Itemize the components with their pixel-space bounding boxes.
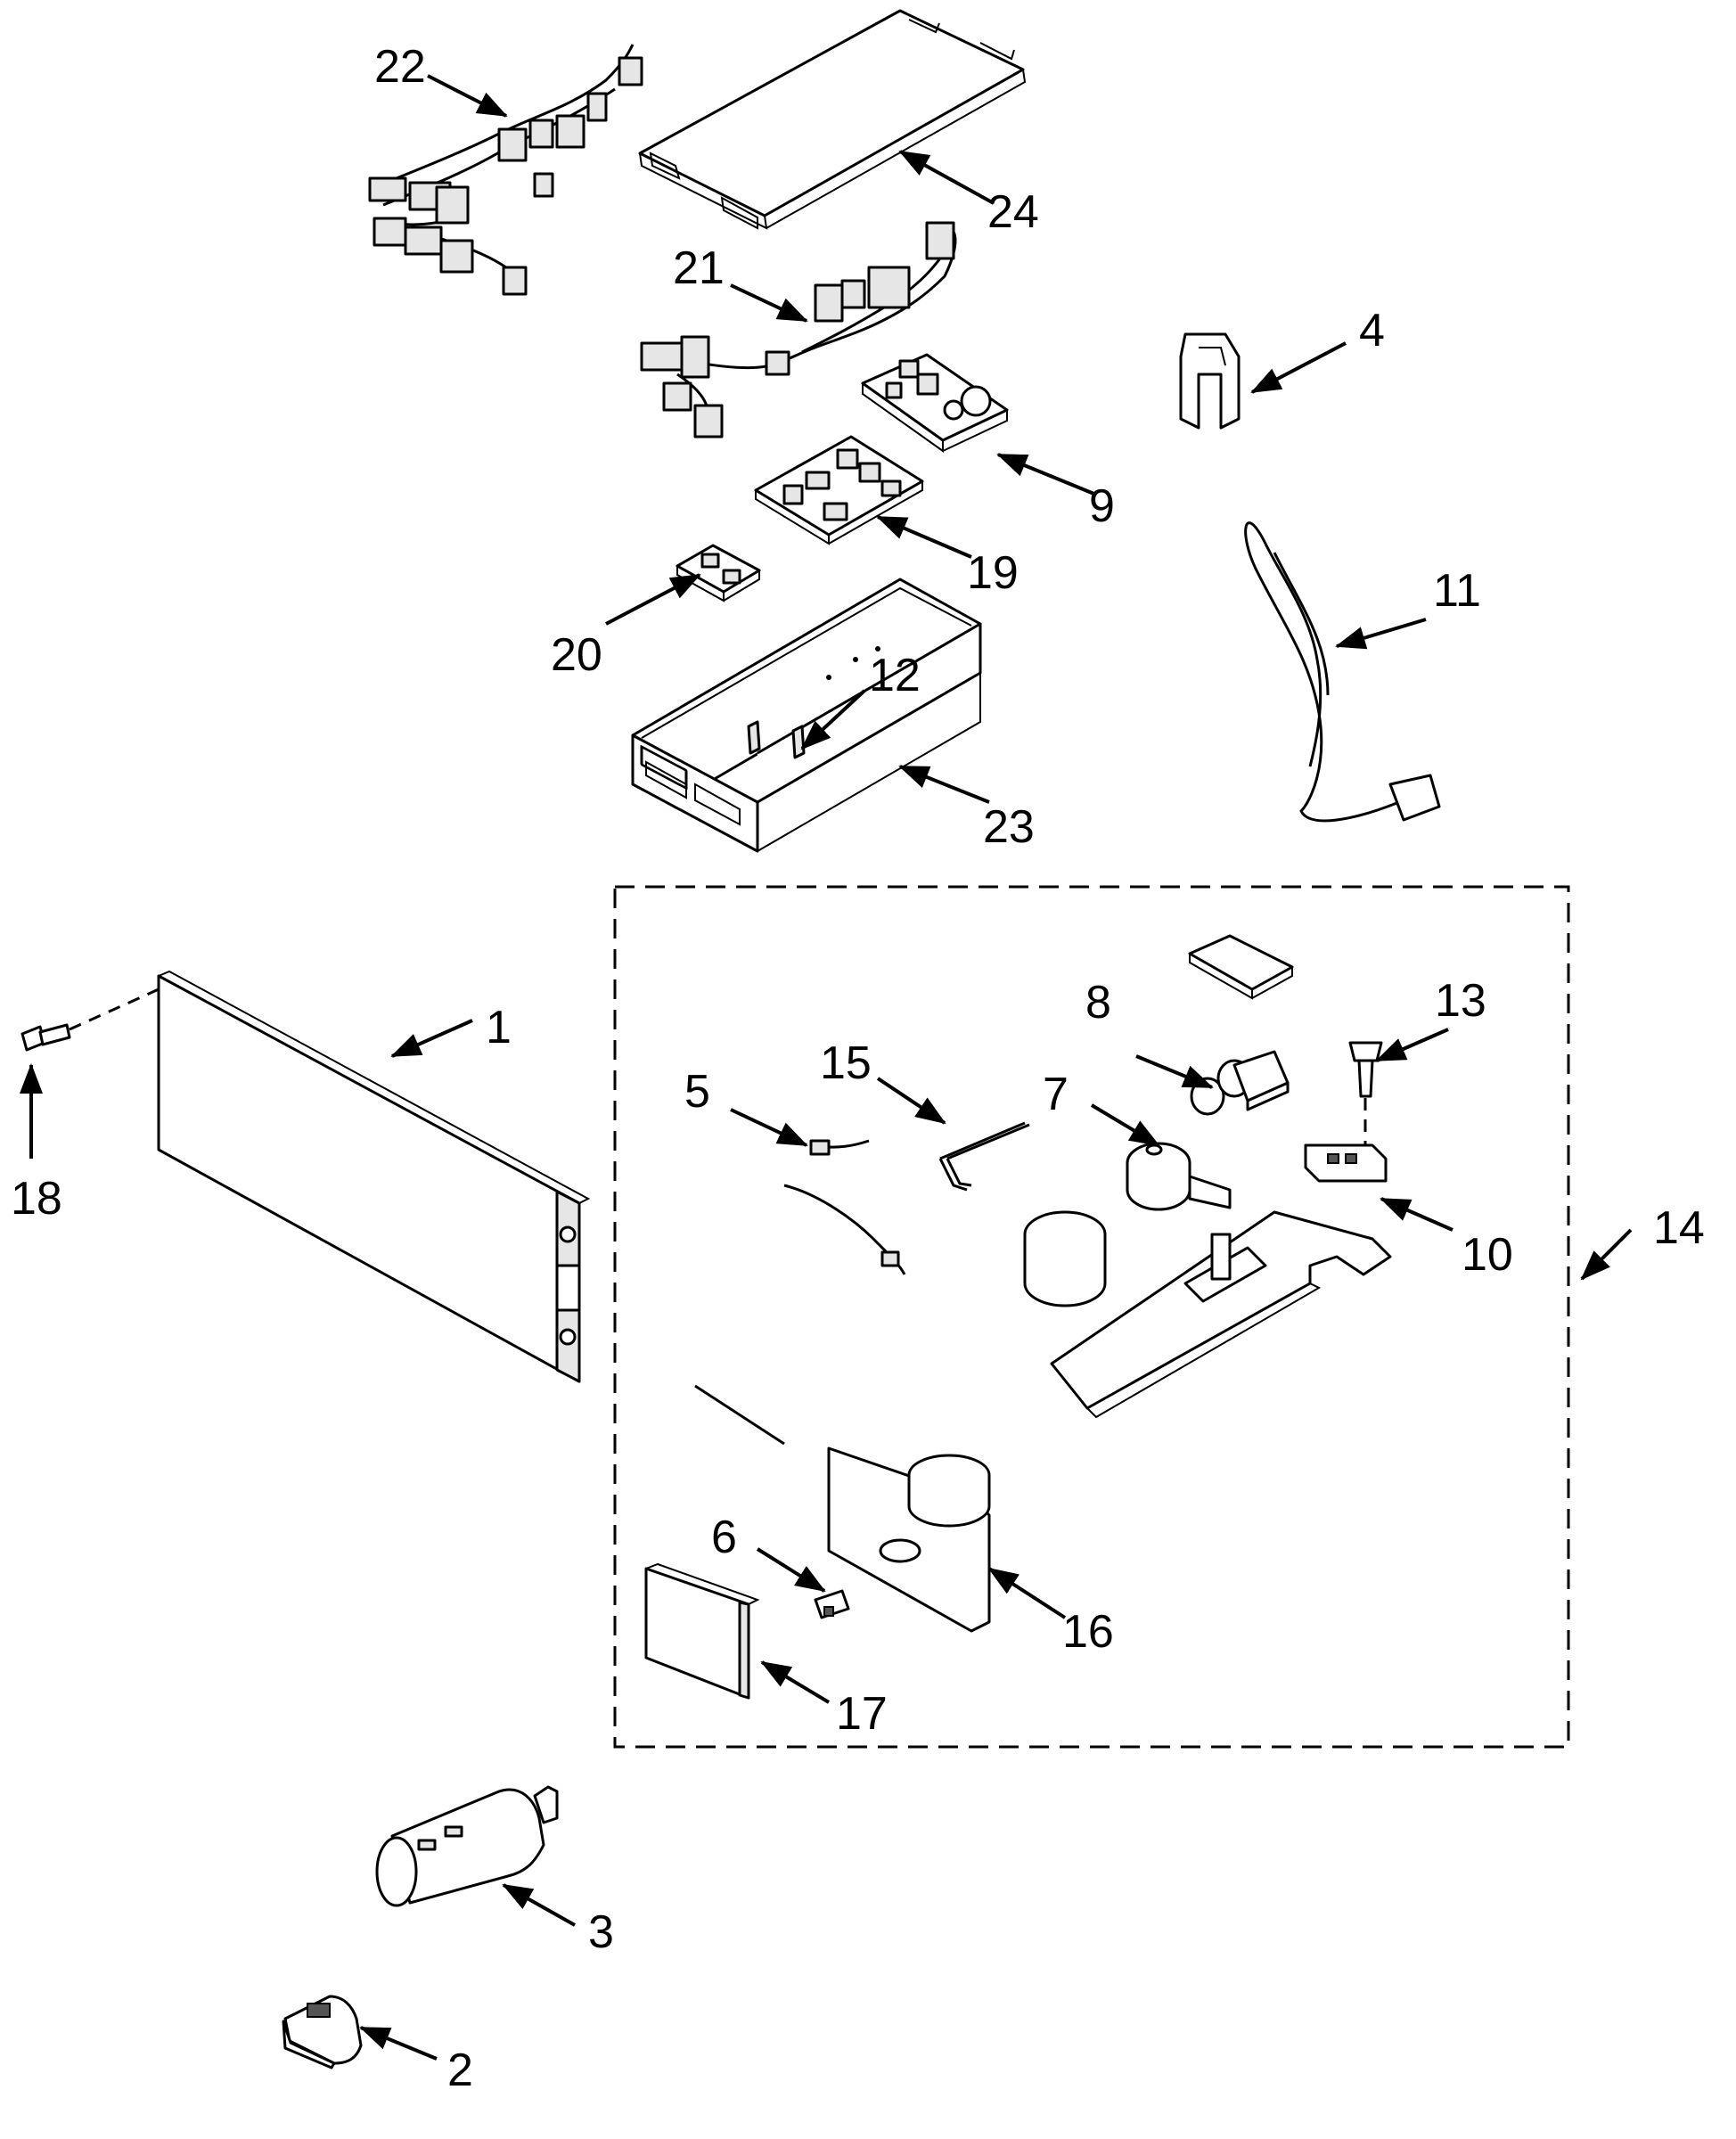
- callout-17: 17: [836, 1688, 888, 1740]
- callout-9: 9: [1089, 480, 1115, 532]
- power-cord-11-drawing: [1244, 521, 1441, 823]
- wire-harness-5-drawing: [783, 1139, 906, 1275]
- callout-15: 15: [820, 1037, 872, 1089]
- switch-6-drawing: [814, 1589, 850, 1619]
- filter-door-17-drawing: [644, 1562, 760, 1700]
- callout-2: 2: [447, 2045, 473, 2096]
- callout-24: 24: [987, 186, 1039, 238]
- water-valve-8-drawing: [1190, 1050, 1290, 1116]
- filter-cap-2-drawing: [282, 1995, 363, 2069]
- callout-arrows: [20, 74, 1633, 2061]
- callout-19: 19: [967, 547, 1019, 599]
- callout-12: 12: [869, 650, 921, 701]
- control-board-19-drawing: [754, 435, 924, 545]
- callout-6: 6: [711, 1512, 737, 1563]
- valve-cover-drawing: [1188, 934, 1294, 1000]
- callout-labels: 22 24 21 4 9 19 11 20 12 23 1 18 8 13 5 …: [11, 41, 1705, 2096]
- callout-4: 4: [1359, 305, 1385, 356]
- callout-20: 20: [551, 629, 602, 681]
- control-box-cover-24-drawing: [638, 9, 1027, 230]
- dispenser-housing-drawing: [1050, 1210, 1392, 1419]
- callout-11: 11: [1433, 565, 1481, 617]
- callout-10: 10: [1462, 1229, 1513, 1281]
- power-board-9-drawing: [861, 353, 1009, 453]
- tube-15-drawing: [938, 1121, 1030, 1192]
- filter-head-7-drawing: [1126, 1142, 1232, 1211]
- callout-13: 13: [1435, 975, 1486, 1027]
- callout-22: 22: [374, 41, 426, 93]
- callout-23: 23: [983, 801, 1035, 853]
- access-panel-1-drawing: [157, 970, 591, 1383]
- callout-5: 5: [684, 1066, 710, 1118]
- interface-board-20-drawing: [676, 544, 761, 602]
- cord-clip-4-drawing: [1179, 332, 1241, 430]
- wire-harness-21-drawing: [640, 221, 957, 438]
- filter-housing-16-drawing: [827, 1446, 991, 1633]
- callout-14: 14: [1653, 1202, 1705, 1254]
- callout-18: 18: [11, 1173, 62, 1225]
- callout-7: 7: [1043, 1069, 1069, 1120]
- sensor-10-drawing: [1304, 1143, 1388, 1183]
- screw-18-drawing: [20, 988, 160, 1052]
- filter-sleeve-drawing: [1023, 1210, 1107, 1307]
- callout-3: 3: [588, 1906, 614, 1958]
- assembly-14-boundary: [613, 885, 1570, 1749]
- callout-16: 16: [1062, 1606, 1114, 1658]
- callout-1: 1: [486, 1002, 512, 1053]
- callout-8: 8: [1085, 977, 1111, 1029]
- wire-harness-22-drawing: [368, 44, 643, 296]
- callout-21: 21: [673, 242, 725, 294]
- control-box-tray-23-drawing: [631, 578, 982, 853]
- rod-drawing: [694, 1384, 785, 1446]
- water-filter-3-drawing: [375, 1785, 559, 1907]
